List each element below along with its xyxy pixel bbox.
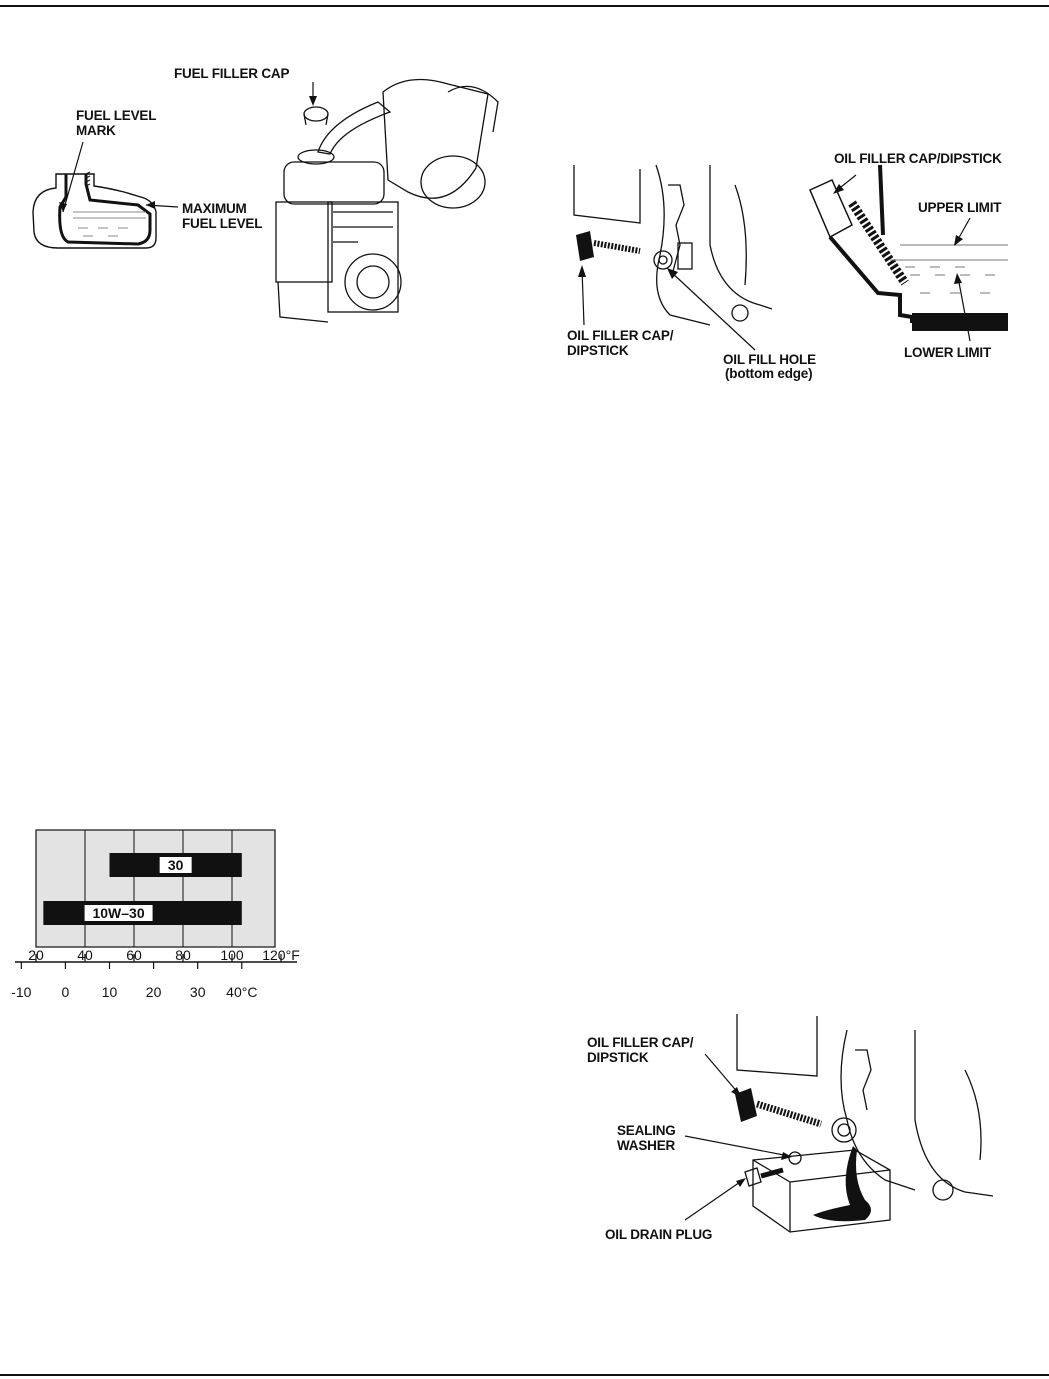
- chart-plot-area: [35, 829, 276, 948]
- fuel-filler-cap-label: FUEL FILLER CAP: [174, 66, 290, 81]
- chart-bar-label-bg: [159, 857, 192, 873]
- chart-tick-label-c: 20: [146, 984, 162, 1000]
- oil-fill-hole-label: OIL FILL HOLE: [723, 352, 816, 367]
- bottom-rule: [0, 1374, 1049, 1376]
- oil-filler-cap-dipstick-left-label: OIL FILLER CAP/ DIPSTICK: [567, 328, 674, 358]
- oil-check-figure: OIL FILLER CAP/ DIPSTICK OIL FILL HOLE (…: [560, 145, 1020, 390]
- chart-tick-label-c: -10: [11, 984, 31, 1000]
- chart-tick-label-c: 30: [190, 984, 206, 1000]
- chart-tick-label-f: 20: [28, 947, 44, 963]
- fuel-illustration: [32, 78, 499, 323]
- chart-tick-label-f: 120°F: [262, 947, 300, 963]
- chart-tick-label-f: 100: [220, 947, 244, 963]
- fuel-figure: FUEL FILLER CAP FUEL LEVEL MARK MAXIMUM …: [28, 62, 499, 342]
- oil-drain-figure: OIL FILLER CAP/ DIPSTICK SEALING WASHER …: [585, 1010, 1005, 1250]
- chart-tick-label-c: 40°C: [226, 984, 257, 1000]
- fuel-level-mark-label: FUEL LEVEL MARK: [76, 108, 157, 138]
- chart-bar-label: 10W–30: [92, 905, 144, 921]
- oil-viscosity-chart: 30 10W–30 20 40 60 80 100 120°F -10 0 10 20 30 40°C: [5, 825, 305, 1010]
- chart-tick-label-f: 80: [175, 947, 191, 963]
- oil-drain-illustration: [684, 1014, 994, 1233]
- sealing-washer-label: SEALING WASHER: [617, 1123, 676, 1153]
- lower-limit-label: LOWER LIMIT: [904, 345, 992, 360]
- oil-drain-plug-label: OIL DRAIN PLUG: [605, 1227, 713, 1242]
- oil-filler-cap-dipstick-right-label: OIL FILLER CAP/DIPSTICK: [834, 151, 1002, 166]
- top-rule: [0, 5, 1049, 7]
- chart-bar-label-bg: [84, 905, 153, 921]
- chart-bar-label: 30: [168, 857, 184, 873]
- chart-tick-label-c: 10: [102, 984, 118, 1000]
- oil-filler-cap-dipstick-drain-label: OIL FILLER CAP/ DIPSTICK: [587, 1035, 694, 1065]
- chart-tick-label-f: 60: [126, 947, 142, 963]
- upper-limit-label: UPPER LIMIT: [918, 200, 1002, 215]
- maximum-fuel-level-label: MAXIMUM FUEL LEVEL: [182, 201, 263, 231]
- chart-tick-label-c: 0: [62, 984, 70, 1000]
- oil-fill-hole-note: (bottom edge): [725, 366, 813, 381]
- oil-check-illustration: [573, 164, 1008, 351]
- chart-tick-label-f: 40: [77, 947, 93, 963]
- viscosity-chart-svg: 30 10W–30 20 40 60 80 100 120°F -10 0 10 20 30 40°C: [11, 829, 300, 1000]
